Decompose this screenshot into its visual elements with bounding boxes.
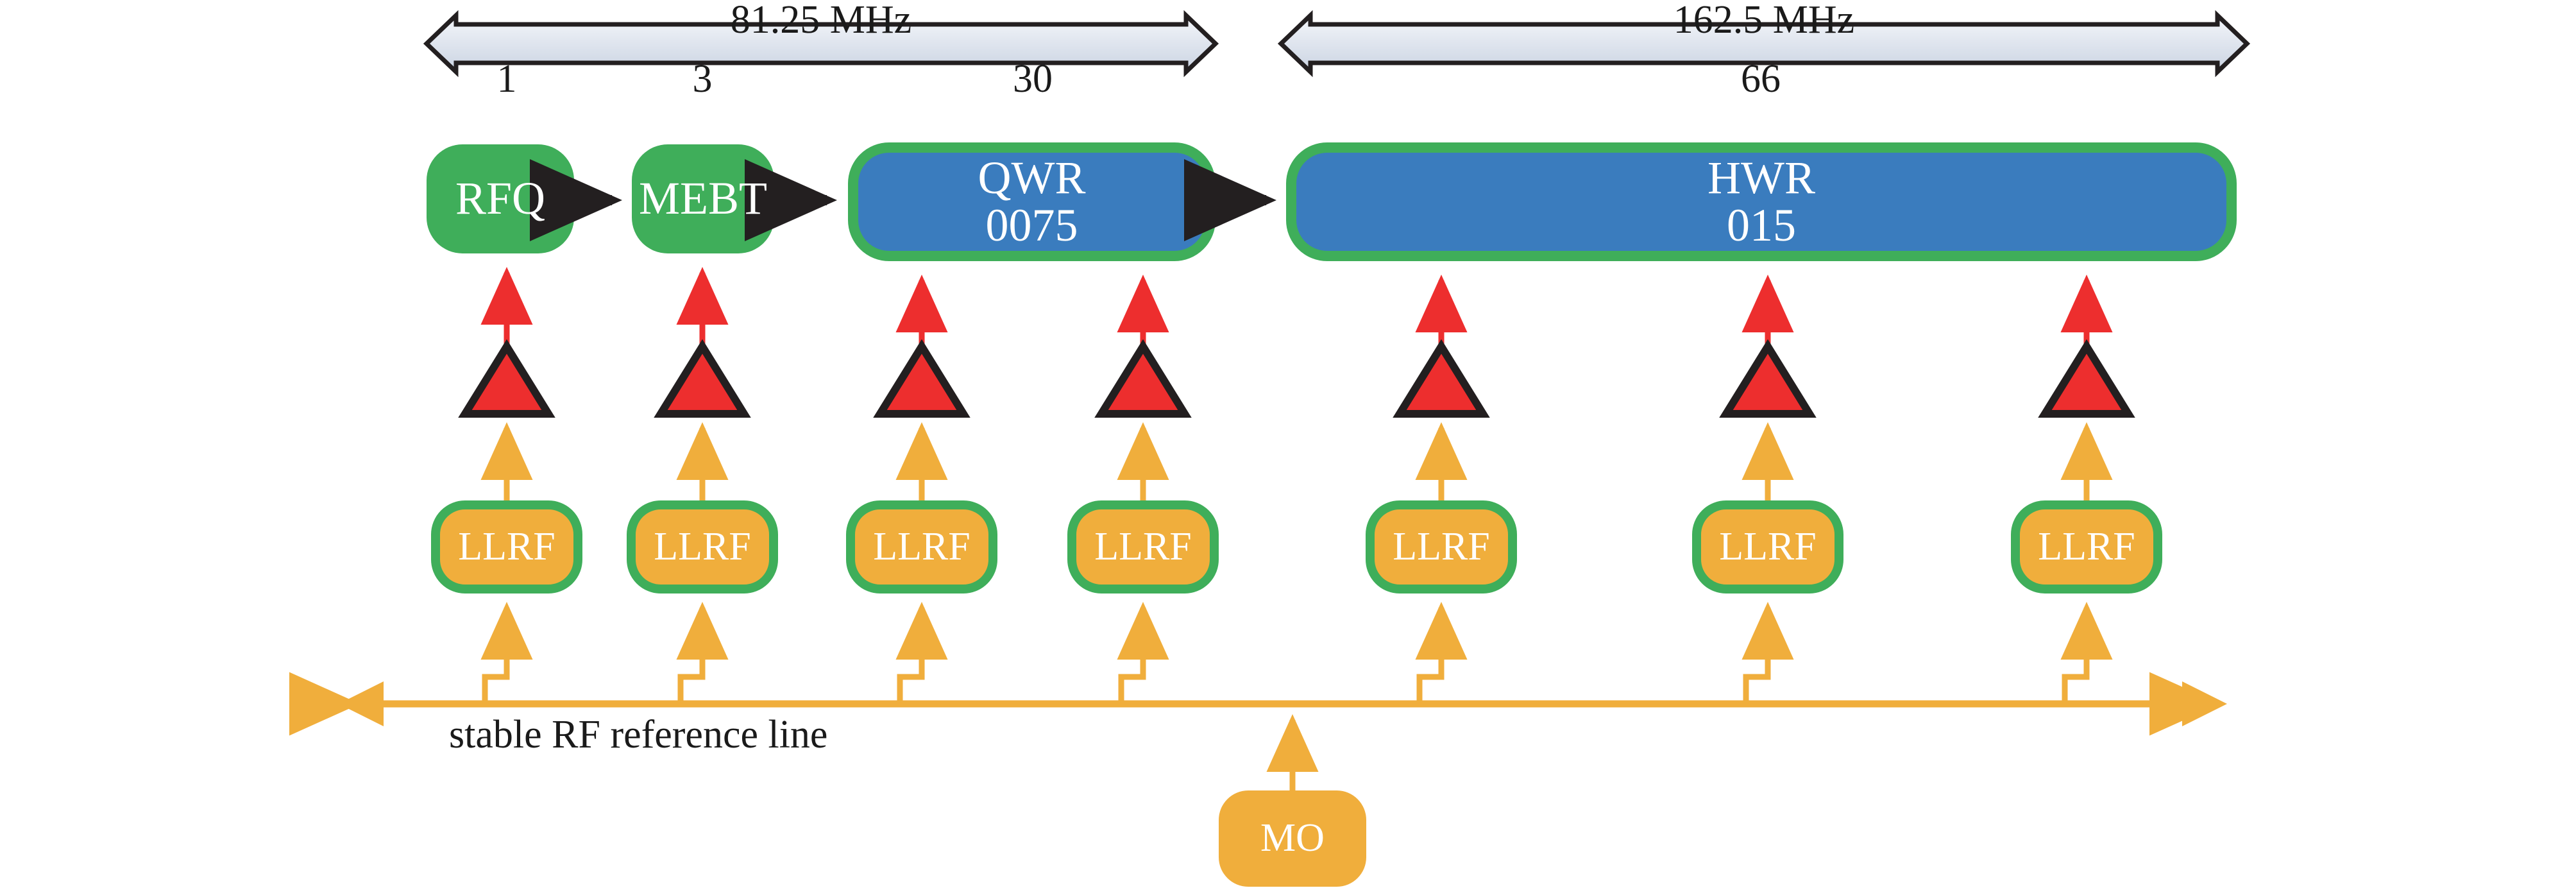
reference-line-right-arrowhead [2182, 681, 2227, 726]
stage-box-mebt[interactable] [632, 144, 774, 253]
stable-rf-reference-line [289, 672, 2227, 736]
reference-feed-line-3 [895, 602, 948, 704]
llrf-box-4[interactable] [1067, 500, 1219, 593]
reference-feed-line-6 [1741, 602, 1794, 704]
reference-feed-line-7 [2060, 602, 2113, 704]
cavity-count-1: 1 [496, 57, 517, 101]
llrf-box-5[interactable] [1366, 500, 1517, 593]
llrf-box-3[interactable] [846, 500, 997, 593]
frequency-dimension-bars [423, 10, 2251, 78]
llrf-box-7[interactable] [2011, 500, 2162, 593]
rf-amplifier-triangle-6[interactable] [1719, 339, 1817, 418]
cavity-count-4: 66 [1741, 57, 1781, 101]
rf-amplifier-triangle-1[interactable] [458, 339, 555, 418]
cavity-count-2: 3 [692, 57, 713, 101]
rf-amplifier-triangle-4[interactable] [1094, 339, 1192, 418]
rf-amplifier-triangle-7[interactable] [2038, 339, 2135, 418]
dimension-bar-2 [1277, 10, 2251, 78]
llrf-box-1[interactable] [431, 500, 582, 593]
reference-feed-line-2 [676, 602, 729, 704]
reference-line-left-arrowhead [339, 681, 384, 726]
reference-feed-line-1 [480, 602, 533, 704]
reference-line-label: stable RF reference line [449, 713, 828, 756]
llrf-box-6[interactable] [1692, 500, 1843, 593]
stage-box-rfq[interactable] [427, 144, 574, 253]
dimension-label-2: 162.5 MHz [1673, 0, 1855, 42]
rf-distribution-chains [431, 267, 2162, 704]
rf-amplifier-triangle-3[interactable] [873, 339, 970, 418]
master-oscillator-box[interactable] [1219, 790, 1366, 887]
master-oscillator-group [1219, 714, 1366, 887]
rf-amplifier-triangle-2[interactable] [654, 339, 751, 418]
stage-box-hwr[interactable] [1286, 142, 2237, 261]
dimension-label-1: 81.25 MHz [730, 0, 912, 42]
stage-box-qwr[interactable] [848, 142, 1216, 261]
llrf-box-2[interactable] [627, 500, 778, 593]
rf-amplifier-triangle-5[interactable] [1393, 339, 1490, 418]
cavity-count-3: 30 [1013, 57, 1053, 101]
dimension-bar-1 [423, 10, 1219, 78]
reference-feed-line-5 [1415, 602, 1468, 704]
reference-feed-line-4 [1117, 602, 1169, 704]
accelerator-stage-boxes [427, 142, 2237, 261]
